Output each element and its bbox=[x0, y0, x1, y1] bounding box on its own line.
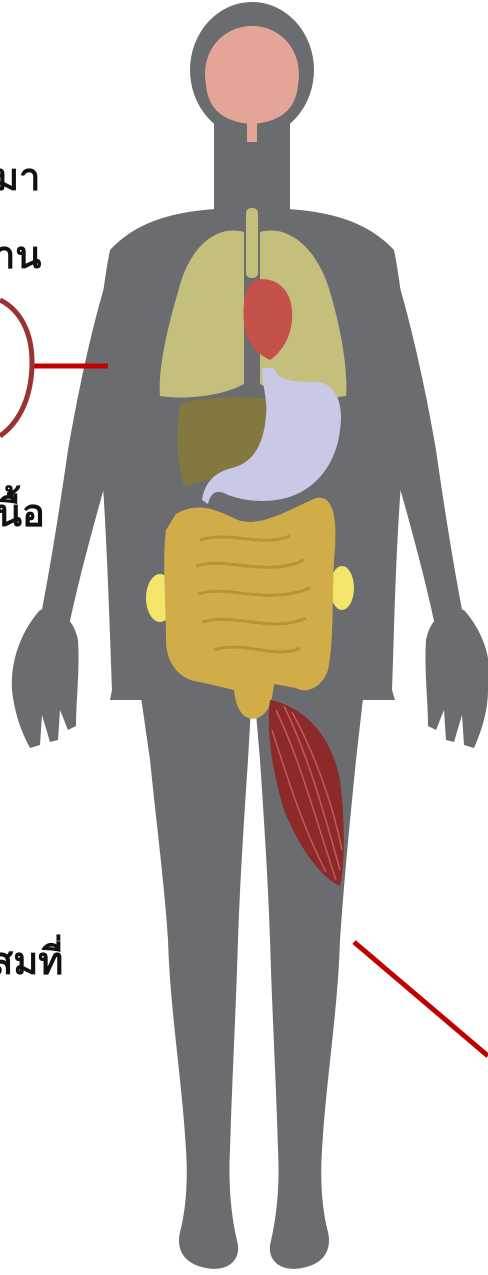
label-text-2: าน bbox=[0, 236, 41, 274]
label-text-1: มา bbox=[0, 158, 40, 196]
pointer-line-lower bbox=[354, 942, 488, 1056]
callout-circle bbox=[0, 300, 32, 436]
label-text-3: นื้อ bbox=[0, 494, 45, 532]
label-text-4: สมที่ bbox=[0, 942, 63, 980]
